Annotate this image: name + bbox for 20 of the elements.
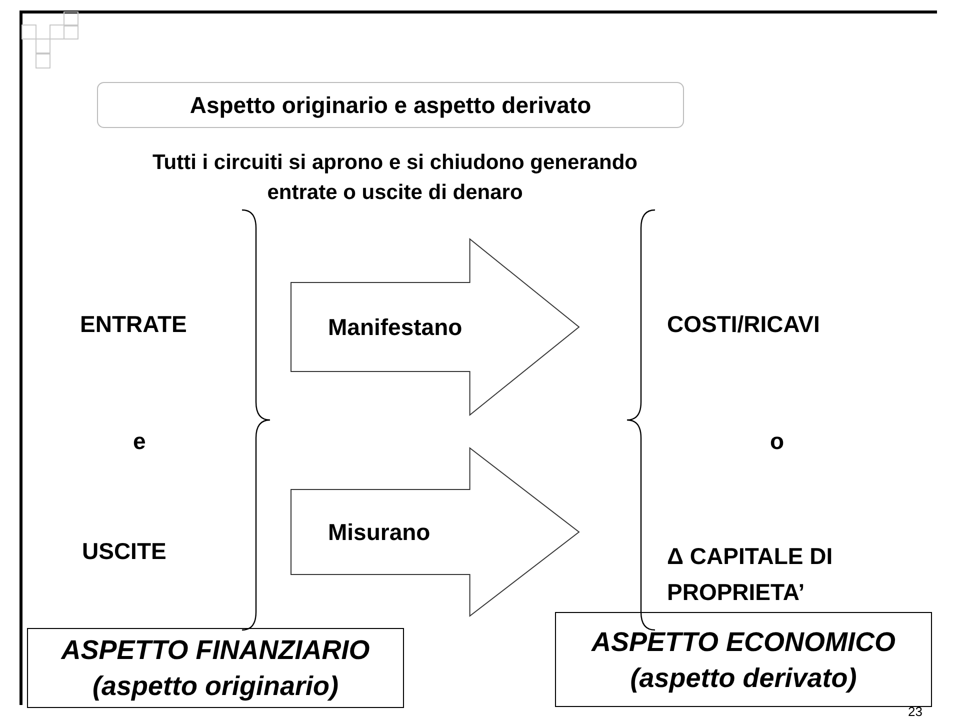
subtitle: Tutti i circuiti si aprono e si chiudono generando entrate o uscite di denaro	[152, 150, 638, 206]
connector-word: e	[133, 428, 146, 455]
block-arrow	[290, 447, 580, 617]
box-subtitle: (aspetto originario)	[92, 670, 338, 703]
category-label: ENTRATE	[80, 311, 187, 338]
category-label: Δ CAPITALE DI PROPRIETA’	[667, 542, 834, 607]
arrow-label: Misurano	[328, 518, 430, 546]
title-text: Aspetto originario e aspetto derivato	[190, 92, 592, 118]
connector-word: o	[770, 428, 784, 455]
block-arrow	[290, 238, 580, 416]
category-label: COSTI/RICAVI	[667, 311, 820, 338]
category-label: USCITE	[82, 538, 166, 565]
aspect-box	[27, 628, 404, 708]
aspect-box	[555, 612, 932, 707]
arrow-label: Manifestano	[328, 314, 462, 340]
page-number: 23	[908, 704, 922, 719]
box-heading: ASPETTO FINANZIARIO	[61, 634, 370, 667]
box-subtitle: (aspetto derivato)	[630, 662, 857, 695]
title-box	[97, 82, 684, 128]
box-heading: ASPETTO ECONOMICO	[591, 626, 896, 658]
